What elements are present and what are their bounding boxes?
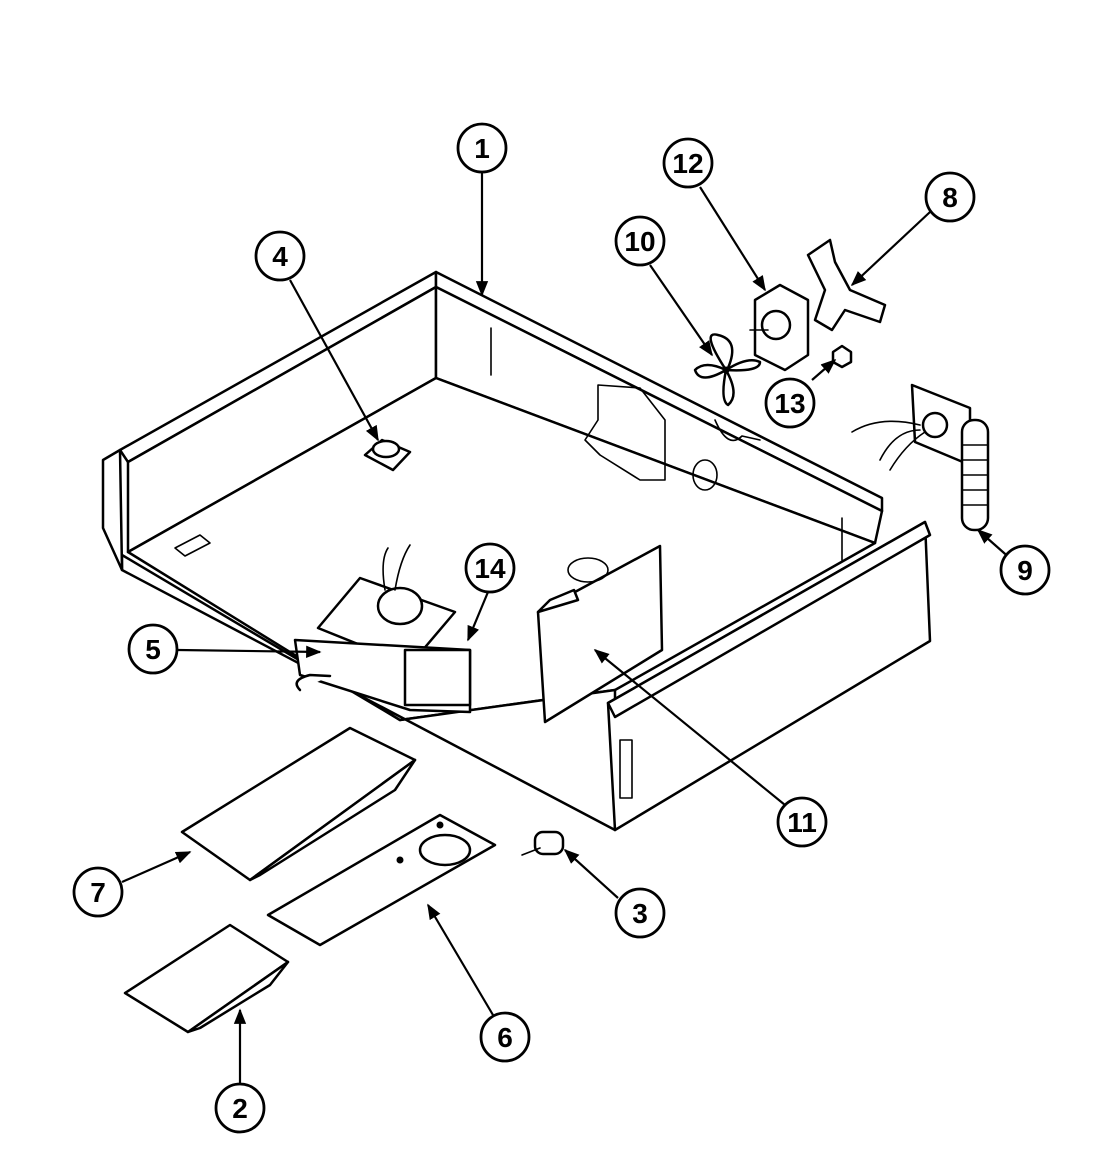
callout-label-6: 6: [497, 1022, 513, 1053]
bracket: [806, 238, 887, 332]
callout-label-14: 14: [474, 553, 506, 584]
callout-2: 2: [214, 1082, 266, 1134]
callout-14: 14: [464, 542, 516, 594]
control-board: [536, 544, 664, 724]
cover-plate: [180, 726, 417, 882]
callout-label-4: 4: [272, 241, 288, 272]
callout-7: 7: [72, 866, 124, 918]
mounting-plate: [266, 813, 497, 947]
callout-label-13: 13: [774, 388, 805, 419]
callout-5: 5: [127, 623, 179, 675]
wire-harness: [851, 383, 990, 532]
thermostat-part: [363, 438, 412, 472]
small-cover: [123, 923, 290, 1034]
callout-label-1: 1: [474, 133, 490, 164]
callout-label-10: 10: [624, 226, 655, 257]
callout-9: 9: [999, 544, 1051, 596]
fan-motor: [749, 283, 810, 372]
leader-lines: [121, 172, 1013, 1085]
callout-label-12: 12: [672, 148, 703, 179]
motor-assembly: [293, 544, 472, 714]
callout-label-5: 5: [145, 634, 161, 665]
callout-6: 6: [479, 1011, 531, 1063]
callout-4: 4: [254, 230, 306, 282]
callout-label-2: 2: [232, 1093, 248, 1124]
callout-3: 3: [614, 887, 666, 939]
callout-label-8: 8: [942, 182, 958, 213]
callout-label-7: 7: [90, 877, 106, 908]
callout-8: 8: [924, 171, 976, 223]
foot-bumper: [521, 830, 565, 856]
callout-13: 13: [764, 377, 816, 429]
callout-label-3: 3: [632, 898, 648, 929]
base-pan: [101, 270, 932, 832]
nut: [831, 344, 853, 369]
callout-10: 10: [614, 215, 666, 267]
callout-1: 1: [456, 122, 508, 174]
callout-label-9: 9: [1017, 555, 1033, 586]
callout-12: 12: [662, 137, 714, 189]
fan-blade: [693, 333, 762, 407]
callout-label-11: 11: [787, 807, 817, 838]
callout-11: 11: [776, 796, 828, 848]
